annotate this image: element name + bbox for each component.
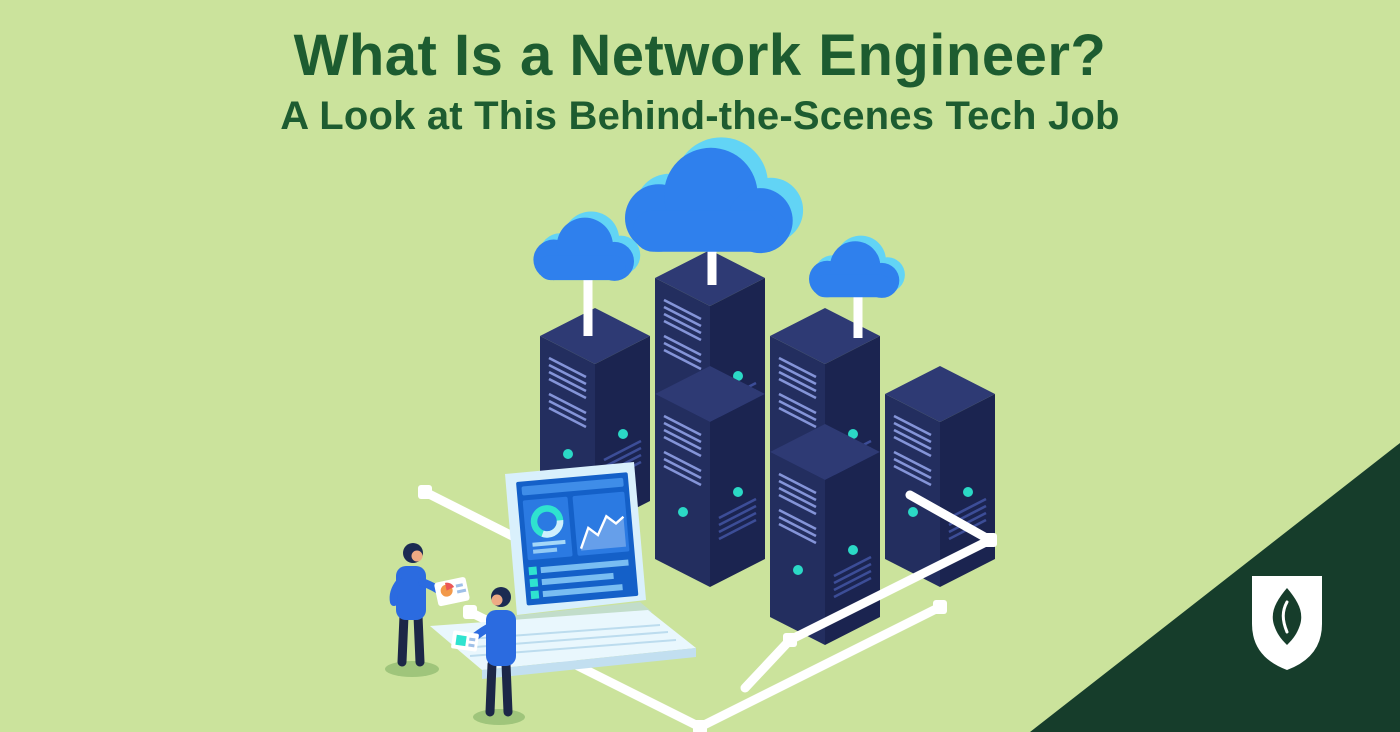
corner-diagonal	[1030, 443, 1400, 732]
network-node	[418, 485, 432, 499]
tablet	[451, 630, 479, 652]
network-node	[933, 600, 947, 614]
network-nodes	[418, 485, 997, 732]
network-node	[783, 633, 797, 647]
network-node	[693, 720, 707, 732]
banner-subtitle: A Look at This Behind-the-Scenes Tech Jo…	[280, 93, 1120, 138]
flame-icon	[1272, 588, 1302, 645]
network-node	[463, 605, 477, 619]
line-chart	[579, 514, 625, 549]
area-chart	[581, 516, 627, 551]
network-node	[983, 533, 997, 547]
shield-flame-logo	[1252, 576, 1322, 670]
dashboard-screen	[516, 472, 639, 606]
banner-header: What Is a Network Engineer? A Look at Th…	[0, 24, 1400, 139]
laptop-analytics-dashboard	[430, 462, 696, 679]
banner-title: What Is a Network Engineer?	[293, 23, 1107, 88]
clipboard-with-charts	[434, 577, 470, 607]
engineer-with-clipboard	[385, 543, 470, 677]
engineer-with-tablet	[451, 587, 525, 725]
